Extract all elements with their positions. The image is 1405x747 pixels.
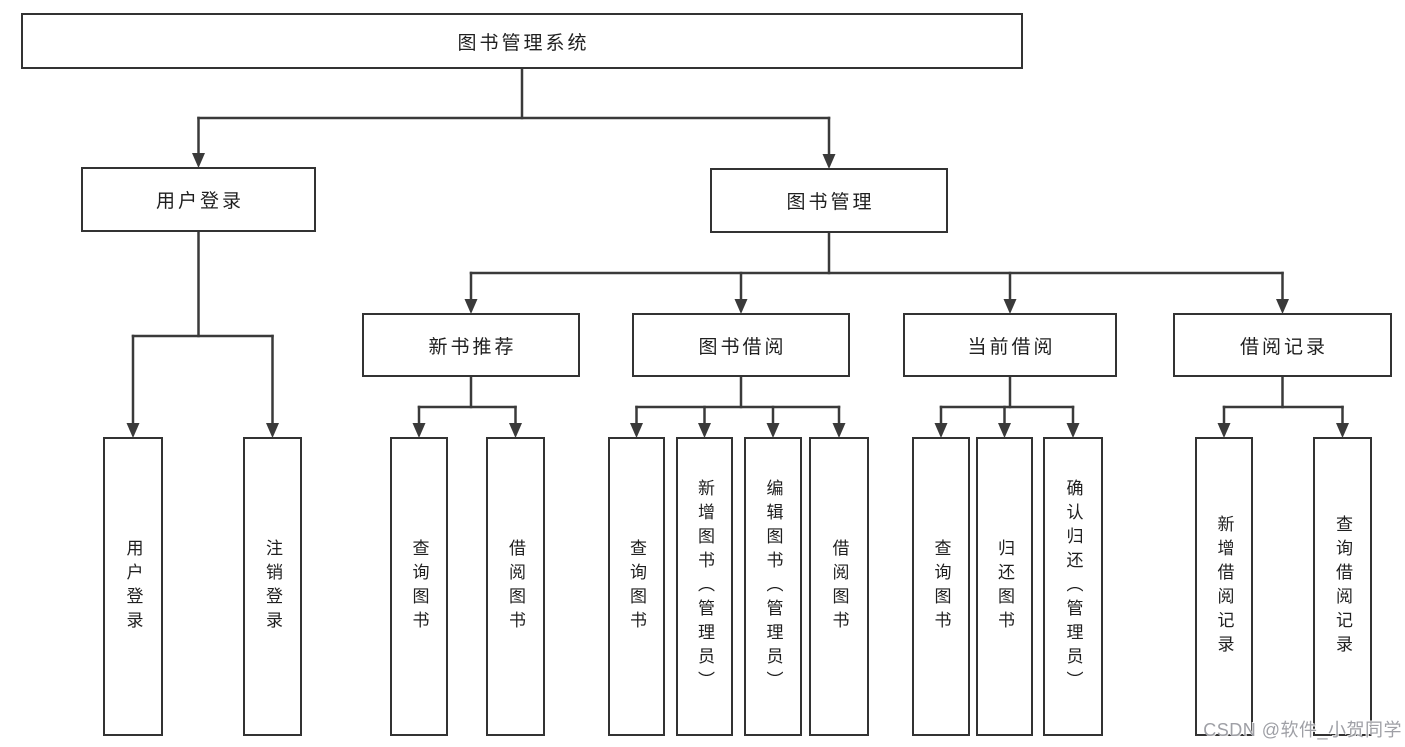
arrowhead-icon: [464, 299, 478, 314]
node-book-mgmt: 图书管理: [710, 168, 948, 233]
arrowhead-icon: [1003, 299, 1017, 314]
node-label-book-mgmt: 图书管理: [786, 192, 875, 213]
node-label-user-login: 用户登录: [155, 191, 244, 212]
node-borrow-records: 借阅记录: [1173, 313, 1392, 377]
node-label-leaf-bb-query: 查询图书: [627, 538, 646, 635]
node-label-borrow-records: 借阅记录: [1239, 336, 1328, 358]
node-leaf-rec-query: 查询借阅记录: [1313, 437, 1372, 736]
node-label-leaf-bb-edit: 编辑图书（管理员）: [763, 478, 783, 695]
node-label-leaf-nb-query: 查询图书: [409, 538, 429, 635]
arrowhead-icon: [822, 154, 836, 169]
arrowhead-icon: [126, 423, 140, 438]
arrowhead-icon: [192, 153, 205, 168]
node-leaf-bb-borrow: 借阅图书: [809, 437, 869, 736]
node-leaf-cb-query: 查询图书: [912, 437, 970, 736]
node-label-leaf-logout: 注销登录: [263, 538, 282, 635]
node-label-leaf-rec-add: 新增借阅记录: [1214, 514, 1234, 659]
arrowhead-icon: [1336, 423, 1349, 438]
arrowhead-icon: [1276, 299, 1289, 314]
arrowhead-icon: [509, 423, 522, 438]
node-label-leaf-cb-confirm: 确认归还（管理员）: [1063, 478, 1083, 695]
node-leaf-nb-borrow: 借阅图书: [486, 437, 545, 736]
node-label-leaf-bb-borrow: 借阅图书: [829, 538, 849, 635]
arrowhead-icon: [266, 423, 279, 438]
arrowhead-icon: [412, 423, 426, 438]
arrowhead-icon: [934, 423, 948, 438]
watermark: CSDN @软件_小贺同学: [1203, 720, 1402, 740]
node-current-borrow: 当前借阅: [903, 313, 1117, 377]
arrowhead-icon: [766, 423, 780, 438]
node-label-root: 图书管理系统: [457, 32, 590, 54]
node-new-book-rec: 新书推荐: [362, 313, 580, 377]
node-label-new-book-rec: 新书推荐: [428, 336, 517, 358]
arrowhead-icon: [734, 299, 748, 314]
arrowhead-icon: [630, 423, 643, 438]
arrowhead-icon: [698, 423, 711, 438]
node-leaf-rec-add: 新增借阅记录: [1195, 437, 1253, 736]
node-leaf-bb-add: 新增图书（管理员）: [676, 437, 733, 736]
arrowhead-icon: [998, 423, 1011, 438]
node-label-leaf-bb-add: 新增图书（管理员）: [695, 478, 714, 695]
node-label-leaf-rec-query: 查询借阅记录: [1333, 514, 1352, 659]
arrowhead-icon: [1217, 423, 1231, 438]
node-leaf-bb-edit: 编辑图书（管理员）: [744, 437, 802, 736]
node-label-current-borrow: 当前借阅: [967, 336, 1056, 358]
node-leaf-bb-query: 查询图书: [608, 437, 665, 736]
arrowhead-icon: [832, 423, 846, 438]
node-user-login: 用户登录: [81, 167, 316, 232]
node-label-book-borrow: 图书借阅: [698, 336, 787, 358]
node-label-leaf-cb-query: 查询图书: [931, 538, 951, 635]
node-leaf-nb-query: 查询图书: [390, 437, 448, 736]
node-root: 图书管理系统: [21, 13, 1023, 69]
node-label-leaf-user-login: 用户登录: [123, 538, 143, 635]
node-leaf-cb-confirm: 确认归还（管理员）: [1043, 437, 1103, 736]
node-leaf-cb-return: 归还图书: [976, 437, 1033, 736]
node-leaf-logout: 注销登录: [243, 437, 302, 736]
node-leaf-user-login: 用户登录: [103, 437, 163, 736]
arrowhead-icon: [1066, 423, 1080, 438]
node-label-leaf-cb-return: 归还图书: [995, 538, 1014, 635]
node-label-leaf-nb-borrow: 借阅图书: [506, 538, 525, 635]
node-book-borrow: 图书借阅: [632, 313, 850, 377]
